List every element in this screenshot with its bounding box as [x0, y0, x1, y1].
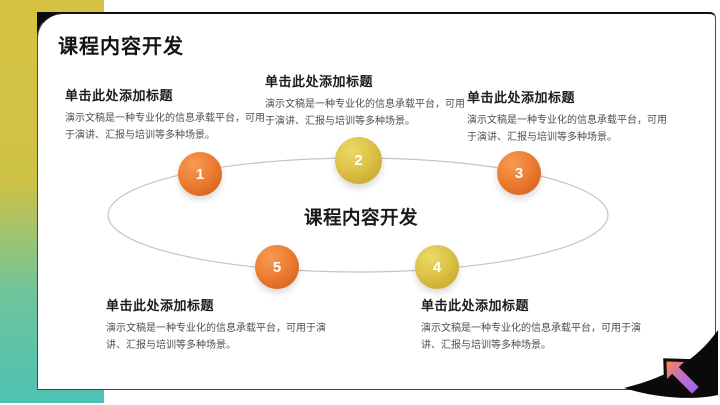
block-heading: 单击此处添加标题 [421, 298, 530, 313]
step-badge-1: 1 [178, 152, 222, 196]
step-number: 2 [354, 152, 363, 169]
text-block-bottom-left: 单击此处添加标题 演示文稿是一种专业化的信息承载平台，可用于演讲、汇报与培训等多… [106, 295, 328, 354]
block-heading: 单击此处添加标题 [106, 298, 215, 313]
text-block-top-left: 单击此处添加标题 演示文稿是一种专业化的信息承载平台，可用于演讲、汇报与培训等多… [65, 85, 265, 144]
block-heading: 单击此处添加标题 [65, 88, 174, 103]
block-body: 演示文稿是一种专业化的信息承载平台，可用于演讲、汇报与培训等多种场景。 [467, 115, 667, 143]
cursor-arrow-icon [663, 358, 704, 399]
step-badge-5: 5 [255, 245, 299, 289]
step-number: 1 [195, 165, 205, 183]
block-heading: 单击此处添加标题 [265, 74, 374, 89]
block-body: 演示文稿是一种专业化的信息承载平台，可用于演讲、汇报与培训等多种场景。 [265, 99, 465, 127]
step-badge-2: 2 [335, 137, 382, 184]
block-body: 演示文稿是一种专业化的信息承载平台，可用于演讲、汇报与培训等多种场景。 [106, 323, 326, 351]
text-block-top-center: 单击此处添加标题 演示文稿是一种专业化的信息承载平台，可用于演讲、汇报与培训等多… [265, 71, 465, 130]
page-title: 课程内容开发 [58, 36, 184, 58]
text-block-bottom-right: 单击此处添加标题 演示文稿是一种专业化的信息承载平台，可用于演讲、汇报与培训等多… [421, 295, 643, 354]
block-body: 演示文稿是一种专业化的信息承载平台，可用于演讲、汇报与培训等多种场景。 [421, 323, 641, 351]
step-number: 3 [514, 164, 524, 182]
block-body: 演示文稿是一种专业化的信息承载平台，可用于演讲、汇报与培训等多种场景。 [65, 113, 265, 141]
block-heading: 单击此处添加标题 [467, 90, 576, 105]
text-block-top-right: 单击此处添加标题 演示文稿是一种专业化的信息承载平台，可用于演讲、汇报与培训等多… [467, 87, 667, 146]
step-badge-4: 4 [415, 245, 459, 289]
step-number: 4 [432, 258, 442, 276]
step-number: 5 [272, 258, 282, 276]
diagram-center-label: 课程内容开发 [303, 207, 418, 228]
step-badge-3: 3 [497, 151, 541, 195]
